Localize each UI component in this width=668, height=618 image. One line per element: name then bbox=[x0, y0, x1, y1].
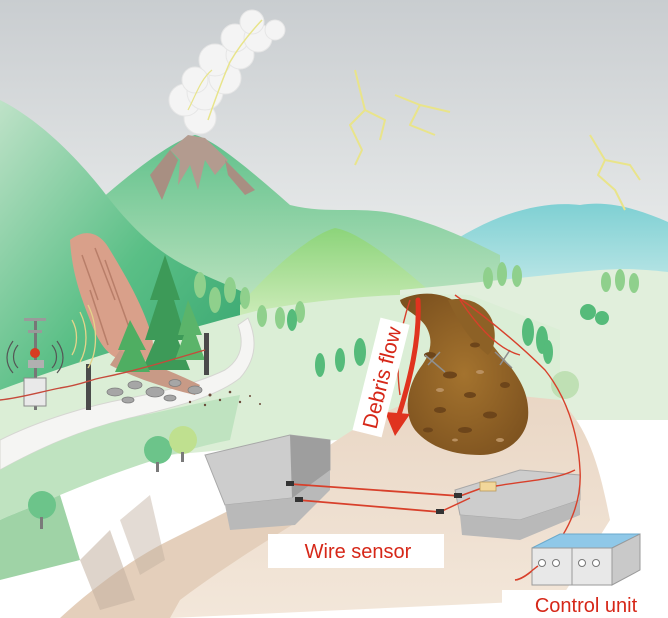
volcano-smoke bbox=[168, 9, 286, 135]
fence-posts bbox=[86, 333, 209, 410]
lightning-bolts bbox=[349, 69, 641, 211]
warning-siren bbox=[6, 318, 64, 410]
debris-flow-label-bg bbox=[352, 317, 410, 438]
debris-flow-mass bbox=[400, 293, 529, 455]
distant-trees bbox=[194, 262, 639, 329]
control-unit-box bbox=[514, 533, 641, 586]
volcano-ash bbox=[170, 135, 228, 190]
left-sensor-wire bbox=[0, 349, 206, 401]
wire-sensor-label-bg bbox=[268, 534, 444, 568]
debris-flow-arrow bbox=[385, 297, 421, 436]
control-unit-label: Control unit bbox=[535, 595, 638, 617]
control-unit-label-bg bbox=[502, 590, 668, 618]
wire-sensor-cables bbox=[286, 469, 576, 514]
conifer-trees bbox=[115, 255, 205, 372]
fallen-rocks bbox=[106, 379, 203, 404]
wire-sensor-label: Wire sensor bbox=[305, 541, 412, 563]
